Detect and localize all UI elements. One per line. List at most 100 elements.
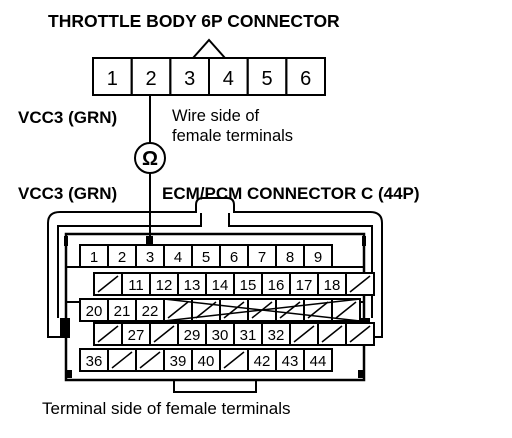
ecm-terminal-empty: [289, 322, 319, 346]
ecm-terminal-empty: [149, 322, 179, 346]
ecm-terminal: 39: [163, 348, 193, 372]
blank-cross-b: [163, 298, 361, 322]
ecm-terminal: 29: [177, 322, 207, 346]
ecm-terminal: 17: [289, 272, 319, 296]
svg-text:12: 12: [156, 277, 173, 294]
wire-label-lower: VCC3 (GRN): [18, 184, 117, 203]
svg-text:36: 36: [86, 353, 103, 370]
svg-text:1: 1: [90, 249, 98, 266]
ecm-terminal: 20: [79, 298, 109, 322]
ecm-terminal: 11: [121, 272, 151, 296]
throttle-terminal: 2: [130, 57, 172, 96]
svg-text:39: 39: [170, 353, 187, 370]
throttle-terminal: 6: [285, 57, 327, 96]
svg-text:7: 7: [258, 249, 266, 266]
svg-text:14: 14: [212, 277, 229, 294]
svg-text:40: 40: [198, 353, 215, 370]
svg-text:1: 1: [107, 68, 118, 90]
throttle-connector-terminals: 1 2 3 4 5 6: [92, 57, 327, 96]
ecm-terminal: 43: [275, 348, 305, 372]
wire-label-upper: VCC3 (GRN): [18, 108, 117, 127]
ecm-terminal: 14: [205, 272, 235, 296]
throttle-terminal: 5: [246, 57, 288, 96]
svg-text:3: 3: [184, 68, 195, 90]
ecm-connector-title: ECM/PCM CONNECTOR C (44P): [162, 184, 420, 203]
ecm-terminal-empty: [93, 272, 123, 296]
throttle-terminal: 3: [169, 57, 210, 96]
ecm-terminal-empty: [345, 322, 375, 346]
svg-text:4: 4: [174, 249, 182, 266]
ecm-terminal: 44: [303, 348, 333, 372]
ecm-terminal-empty: [93, 322, 123, 346]
ecm-terminal: 36: [79, 348, 109, 372]
ecm-left-tab-top: [64, 236, 68, 246]
ecm-terminal: 18: [317, 272, 347, 296]
throttle-terminal: 1: [92, 57, 133, 96]
svg-text:29: 29: [184, 327, 201, 344]
ecm-terminal: 8: [275, 244, 305, 268]
ecm-left-latch: [60, 318, 70, 338]
svg-text:32: 32: [268, 327, 285, 344]
throttle-connector-title: THROTTLE BODY 6P CONNECTOR: [48, 11, 340, 31]
svg-text:6: 6: [230, 249, 238, 266]
svg-text:31: 31: [240, 327, 257, 344]
ecm-terminal: 9: [303, 244, 333, 268]
footer-caption: Terminal side of female terminals: [42, 399, 290, 418]
ecm-terminal: 40: [191, 348, 221, 372]
svg-text:27: 27: [128, 327, 145, 344]
ecm-terminal: 42: [247, 348, 277, 372]
ecm-terminal-empty: [219, 348, 249, 372]
svg-text:2: 2: [118, 249, 126, 266]
ecm-terminal: 30: [205, 322, 235, 346]
svg-text:30: 30: [212, 327, 229, 344]
svg-text:18: 18: [324, 277, 341, 294]
ecm-terminal: 31: [233, 322, 263, 346]
wire-side-note-line2: female terminals: [172, 127, 293, 145]
probe-tip: [146, 236, 153, 245]
svg-text:16: 16: [268, 277, 285, 294]
svg-text:44: 44: [310, 353, 327, 370]
ecm-terminal: 27: [121, 322, 151, 346]
svg-text:2: 2: [145, 68, 156, 90]
ecm-terminal-empty: [135, 348, 165, 372]
ecm-terminal-empty: [331, 298, 361, 322]
svg-text:3: 3: [146, 249, 154, 266]
ecm-terminal: 16: [261, 272, 291, 296]
ecm-terminal-empty: [317, 322, 347, 346]
ecm-right-tab-bottom: [358, 370, 364, 378]
svg-text:9: 9: [314, 249, 322, 266]
svg-text:8: 8: [286, 249, 294, 266]
ecm-terminal-empty: [219, 298, 249, 322]
ecm-terminal: 4: [163, 244, 193, 268]
svg-text:13: 13: [184, 277, 201, 294]
ecm-terminal-empty: [345, 272, 375, 296]
svg-text:15: 15: [240, 277, 257, 294]
ecm-terminal: 7: [247, 244, 277, 268]
ecm-terminal: 5: [191, 244, 221, 268]
svg-text:21: 21: [114, 303, 131, 320]
svg-text:43: 43: [282, 353, 299, 370]
ecm-terminal: 3: [135, 244, 165, 268]
throttle-terminal: 4: [208, 57, 249, 96]
svg-text:6: 6: [300, 68, 311, 90]
ecm-terminal: 2: [107, 244, 137, 268]
ecm-terminal: 1: [79, 244, 109, 268]
svg-text:11: 11: [128, 277, 144, 294]
wire-side-note-line1: Wire side of: [172, 107, 260, 125]
throttle-connector-latch: [192, 38, 226, 59]
ecm-terminal: 22: [135, 298, 165, 322]
svg-text:20: 20: [86, 303, 103, 320]
ecm-terminal: 12: [149, 272, 179, 296]
svg-text:22: 22: [142, 303, 159, 320]
ohm-symbol: Ω: [142, 148, 158, 170]
svg-text:5: 5: [261, 68, 272, 90]
ecm-terminal: 32: [261, 322, 291, 346]
svg-text:5: 5: [202, 249, 210, 266]
svg-text:4: 4: [223, 68, 234, 90]
svg-text:17: 17: [296, 277, 313, 294]
ecm-terminal: 21: [107, 298, 137, 322]
ecm-right-tab-top: [362, 236, 366, 246]
ecm-terminal: 6: [219, 244, 249, 268]
